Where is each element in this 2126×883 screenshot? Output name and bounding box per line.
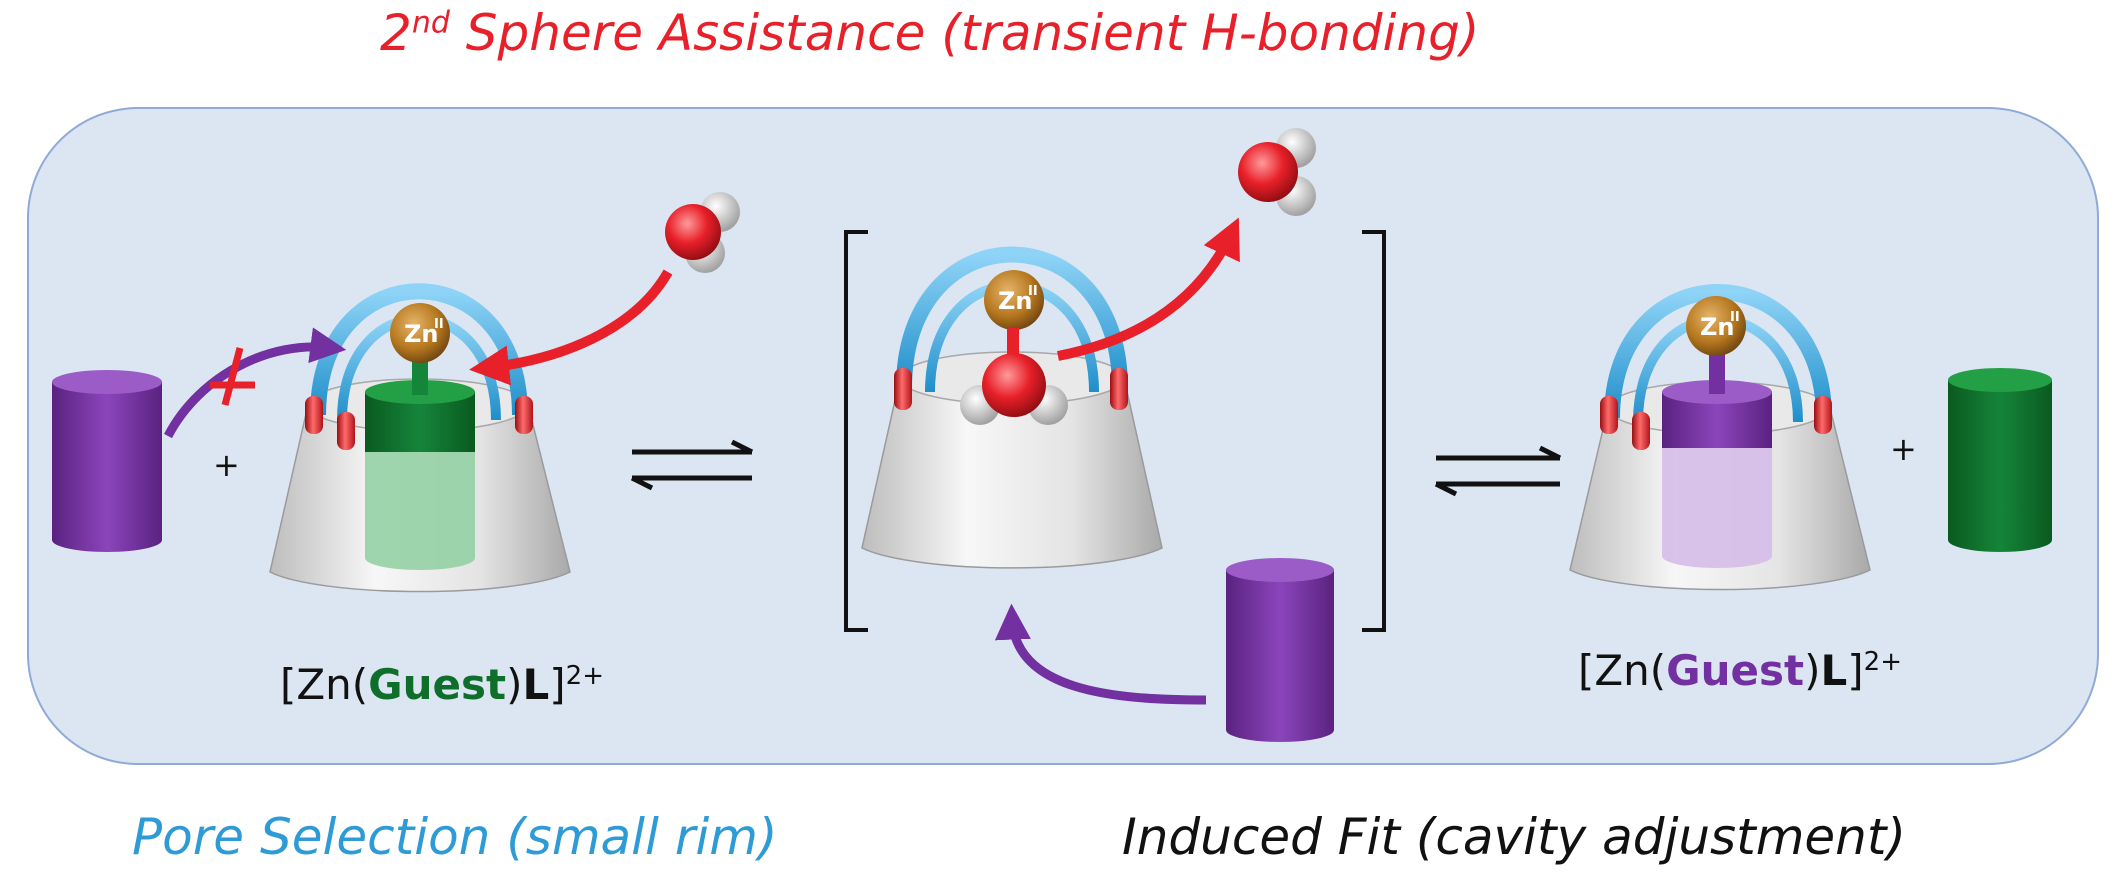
free-green-guest-right xyxy=(1948,368,2052,552)
formula-close: ) xyxy=(506,660,523,709)
free-purple-guest-left xyxy=(52,370,162,552)
top-title: 2nd Sphere Assistance (transient H-bondi… xyxy=(380,4,1479,62)
formula-charge: 2+ xyxy=(1863,647,1902,677)
rim-peg xyxy=(305,396,323,434)
cage-cup xyxy=(861,377,1163,569)
rim-peg xyxy=(515,396,533,434)
rim-peg xyxy=(1600,396,1618,434)
zn-oxidation: II xyxy=(1730,310,1740,325)
left-complex: Zn II xyxy=(52,192,740,593)
plus-sign-right: + xyxy=(1890,430,1917,468)
formula-open: [Zn( xyxy=(280,660,369,709)
zn-ion xyxy=(390,303,450,363)
zn-ion xyxy=(984,270,1044,330)
formula-left: [Zn(Guest)L]2+ xyxy=(280,660,604,709)
formula-ligand: L xyxy=(1820,646,1848,695)
formula-open: [Zn( xyxy=(1578,646,1667,695)
incoming-purple-guest xyxy=(1226,558,1334,742)
rim-peg xyxy=(337,412,355,450)
bound-water xyxy=(960,353,1068,425)
rim-peg xyxy=(1814,396,1832,434)
rim-peg xyxy=(1632,412,1650,450)
equilibrium-arrows-left xyxy=(630,439,754,491)
right-complex: Zn II xyxy=(1569,284,2052,591)
top-title-ordinal: nd xyxy=(411,5,450,41)
zn-oxidation: II xyxy=(1028,284,1038,299)
top-title-text: Sphere Assistance (transient H-bonding) xyxy=(465,4,1480,62)
rim-peg xyxy=(1110,368,1128,410)
plus-sign-left: + xyxy=(213,446,240,484)
formula-end: ] xyxy=(549,660,566,709)
zn-ion xyxy=(1686,296,1746,356)
zn-oxidation: II xyxy=(434,317,444,332)
formula-end: ] xyxy=(1847,646,1864,695)
formula-guest-green: Guest xyxy=(368,660,507,709)
guest-entry-arrow xyxy=(994,603,1207,705)
right-bracket xyxy=(1362,230,1386,632)
ligand-arch xyxy=(1604,284,1832,419)
zn-label: Zn xyxy=(998,287,1033,315)
formula-close: ) xyxy=(1804,646,1821,695)
zn-label: Zn xyxy=(1700,313,1735,341)
rim-peg xyxy=(894,368,912,410)
zn-label: Zn xyxy=(404,320,439,348)
formula-guest-purple: Guest xyxy=(1666,646,1805,695)
top-title-number: 2 xyxy=(380,4,412,62)
formula-charge: 2+ xyxy=(565,661,604,691)
left-bracket xyxy=(844,230,868,632)
equilibrium-arrows-right xyxy=(1434,445,1562,497)
water-exit-arrow xyxy=(1057,217,1240,361)
water-molecule-left xyxy=(665,192,740,273)
transition-complex: Zn II xyxy=(844,128,1386,742)
water-molecule-leaving xyxy=(1238,128,1316,216)
formula-ligand: L xyxy=(522,660,550,709)
ligand-arch xyxy=(896,246,1128,389)
formula-right: [Zn(Guest)L]2+ xyxy=(1578,646,1902,695)
blocked-cross xyxy=(210,347,255,406)
water-entry-arrow xyxy=(469,269,673,386)
induced-fit-caption: Induced Fit (cavity adjustment) xyxy=(1122,808,1906,866)
pore-selection-caption: Pore Selection (small rim) xyxy=(132,808,778,866)
